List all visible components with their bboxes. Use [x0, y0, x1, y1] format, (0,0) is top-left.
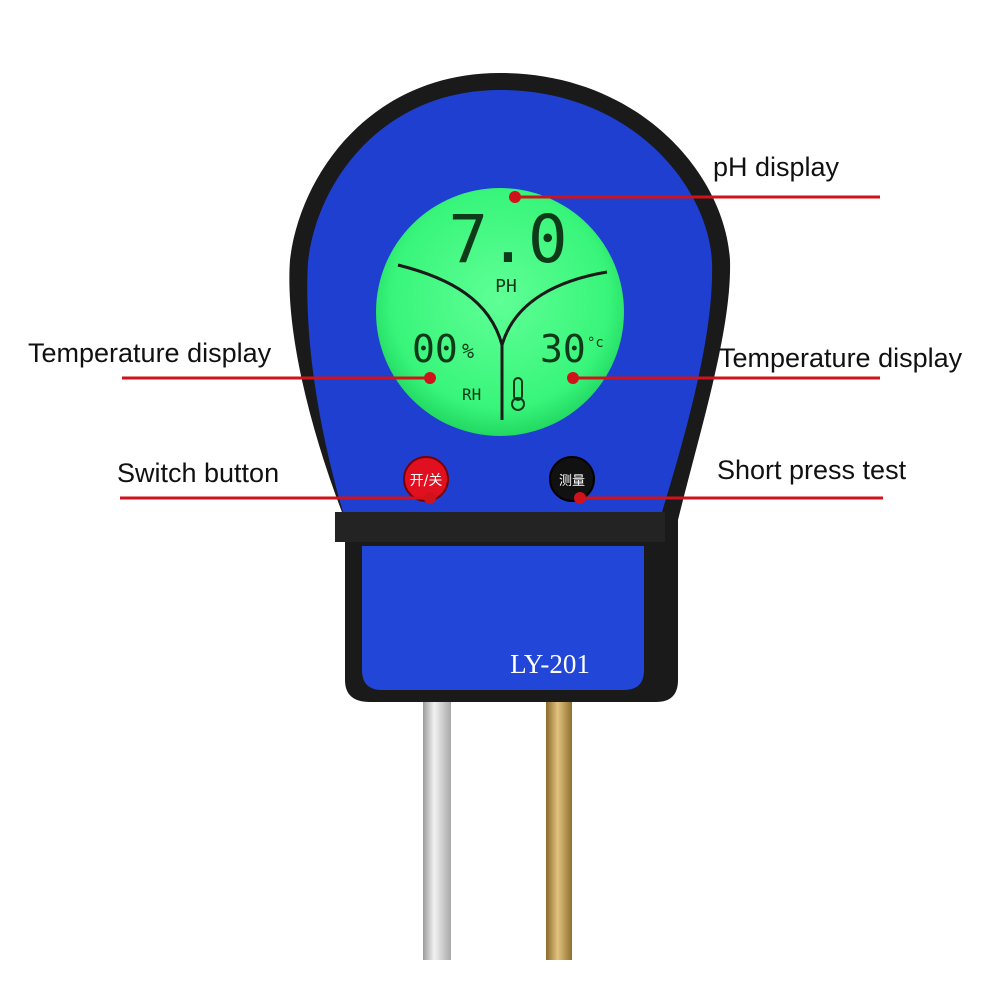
leader-ph [509, 191, 880, 203]
lcd-humidity-unit: % [462, 339, 474, 363]
callout-switch-button: Switch button [117, 458, 280, 488]
probe-left [423, 695, 451, 960]
leader-temperature-right [567, 372, 880, 384]
leader-switch-button [120, 492, 436, 504]
model-label: LY-201 [510, 649, 590, 679]
lcd-screen [376, 188, 624, 436]
lcd-divider [397, 263, 608, 420]
device-band [335, 512, 665, 542]
probe-right [546, 695, 572, 960]
power-button-label: 开/关 [410, 473, 443, 489]
test-button-label: 测量 [559, 474, 585, 489]
thermometer-icon [511, 377, 525, 411]
test-button[interactable]: 测量 [549, 456, 595, 502]
lcd-temperature-unit: °c [587, 335, 604, 351]
callout-short-press-test: Short press test [717, 455, 907, 485]
lcd-ph-unit: PH [495, 276, 517, 297]
lcd-temperature-value: 30 [540, 327, 586, 371]
leader-temperature-left [122, 372, 436, 384]
lcd-humidity-value: 00 [412, 327, 458, 371]
leader-short-press-test [574, 492, 883, 504]
lcd-ph-value: 7.0 [448, 201, 567, 278]
callout-temperature-left: Temperature display [28, 338, 272, 368]
device-body-lower [362, 546, 644, 690]
lcd-humidity-label: RH [462, 385, 481, 404]
callout-temperature-right: Temperature display [719, 343, 963, 373]
callout-ph-display: pH display [713, 152, 840, 182]
